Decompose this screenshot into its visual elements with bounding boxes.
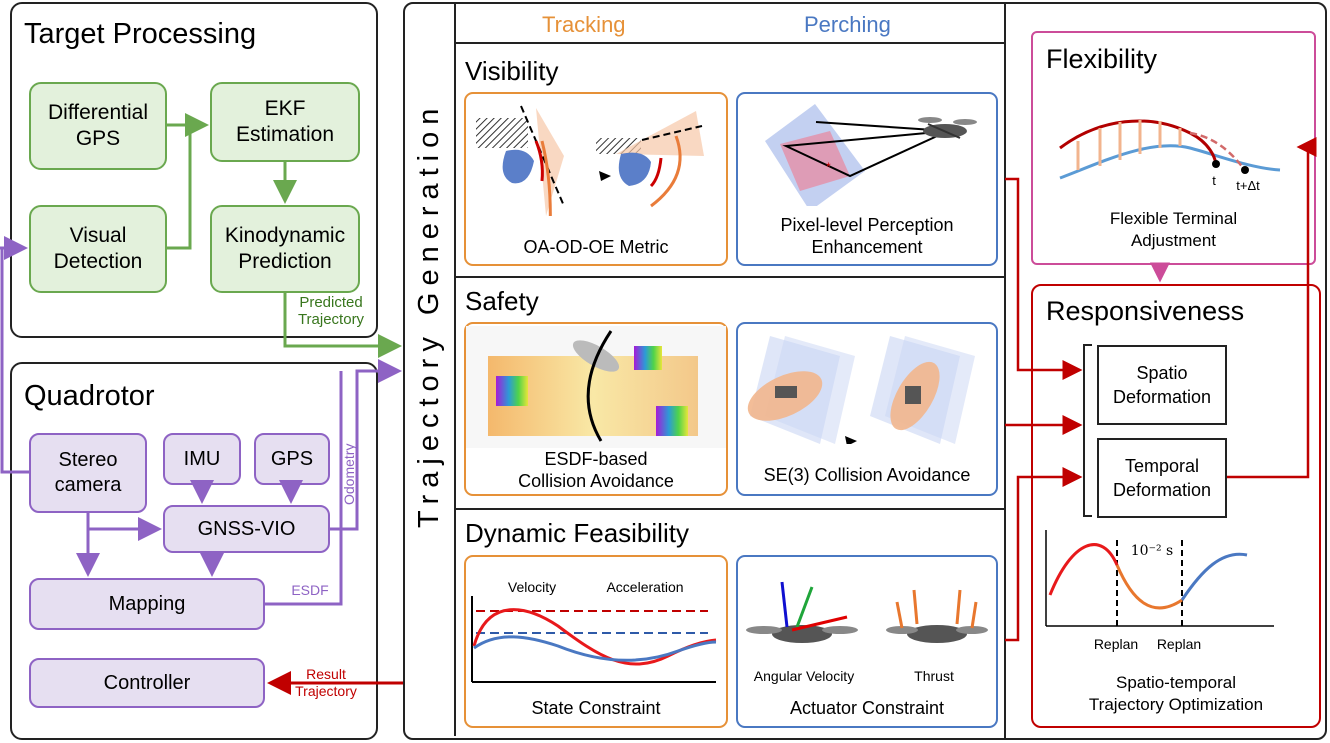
target-blob-1 [502,149,534,184]
visibility-tracking-card: OA-OD-OE Metric [464,92,728,266]
visibility-title: Visibility [465,56,559,86]
stereo-camera-box: Stereo camera [29,433,147,513]
visibility-perching-card: Pixel-level Perception Enhancement [736,92,998,266]
target-blob-2 [618,152,651,186]
kinodynamic-prediction-box: Kinodynamic Prediction [210,205,360,293]
safety-perching-card: SE(3) Collision Avoidance [736,322,998,496]
dynamic-perching-card: Actuator Constraint [736,555,998,728]
target-processing-title: Target Processing [24,18,257,50]
predicted-trajectory-label: Predicted Trajectory [297,294,365,328]
obstacle-block-2 [634,346,662,370]
flexibility-t-dt-label: t+Δt [1236,178,1260,193]
obstacle-block-3 [656,406,688,436]
flexibility-t-label: t [1212,173,1216,188]
state-constraint-plot [471,596,717,683]
gnss-vio-box: GNSS-VIO [163,505,330,553]
dynamic-feasibility-title: Dynamic Feasibility [465,518,689,548]
quadrotor-title: Quadrotor [24,380,155,412]
visibility-perching-illustration: * [765,104,977,206]
safety-tracking-caption: ESDF-based Collision Avoidance [518,449,674,491]
thrust-label: Thrust [914,668,954,684]
replan-interval-label: 10⁻² s [1130,543,1174,559]
visibility-tracking-caption: OA-OD-OE Metric [523,237,669,257]
actuator-constraint-caption: Actuator Constraint [789,698,945,718]
drone-thrust [886,625,988,643]
safety-perching-illustration [747,336,975,444]
differential-gps-box: Differential GPS [29,82,167,170]
flexibility-title: Flexibility [1046,44,1158,74]
gps-box: GPS [254,433,330,485]
mapping-box: Mapping [29,578,265,630]
safety-tracking-illustration [466,326,726,448]
dynamic-tracking-card: State Constraint [464,555,728,728]
safety-title: Safety [465,286,539,316]
flexibility-caption: Flexible Terminal Adjustment [1109,209,1238,250]
replan-label-2: Replan [1156,636,1202,652]
visibility-tracking-illustration [476,105,704,216]
actuator-constraint-illustration [746,581,988,643]
ekf-estimation-box: EKF Estimation [210,82,360,162]
drone-glyph [918,117,977,139]
responsiveness-title: Responsiveness [1046,296,1245,326]
spatio-deformation-box: Spatio Deformation [1097,345,1227,425]
angular-velocity-label: Angular Velocity [753,668,855,684]
state-constraint-caption: State Constraint [531,698,661,718]
perching-header: Perching [804,12,891,37]
safety-tracking-card: ESDF-based Collision Avoidance [464,322,728,496]
controller-box: Controller [29,658,265,708]
drone-angular [746,625,858,643]
visibility-perching-caption: Pixel-level Perception Enhancement [780,215,954,257]
safety-perching-caption: SE(3) Collision Avoidance [763,465,971,485]
obstacle-block-1 [496,376,528,406]
velocity-label: Velocity [507,579,557,595]
visual-detection-box: Visual Detection [29,205,167,293]
obstacle-hatch-1 [476,118,528,148]
acceleration-label: Acceleration [606,579,684,595]
spatiotemporal-plot [1045,530,1274,627]
flexibility-illustration [1059,119,1281,180]
responsiveness-caption: Spatio-temporal Trajectory Optimization [1088,673,1264,714]
temporal-deformation-box: Temporal Deformation [1097,438,1227,518]
replan-label-1: Replan [1093,636,1139,652]
tracking-header: Tracking [542,12,626,37]
esdf-label: ESDF [291,582,329,598]
svg-text:*: * [826,160,831,174]
result-trajectory-label: Result Trajectory [295,666,357,699]
arrow-glyph [599,171,611,181]
